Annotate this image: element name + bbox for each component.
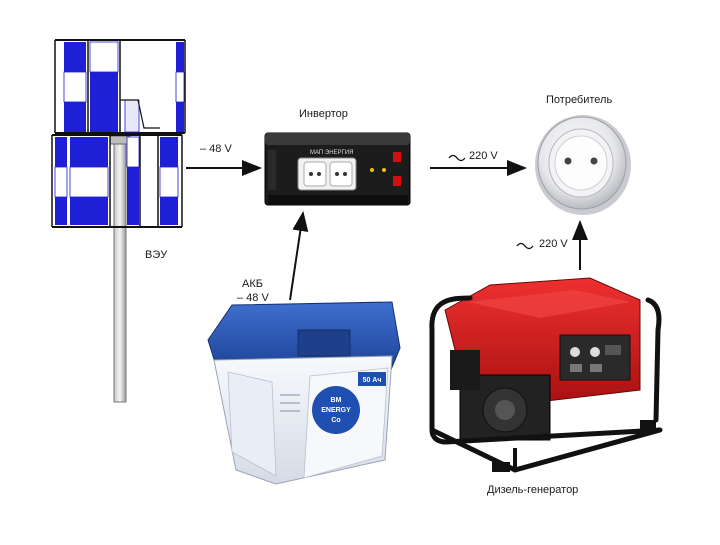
battery-brand-line2: ENERGY [321, 407, 351, 414]
diesel-generator [429, 277, 663, 473]
arrow-battery-to-inverter [289, 211, 309, 301]
label-wind-turbine: ВЭУ [145, 249, 168, 261]
label-battery: АКБ [242, 278, 263, 290]
label-consumer: Потребитель [546, 94, 613, 106]
battery: BM ENERGY Co 50 Ач [207, 301, 401, 485]
rotor-upper [54, 39, 186, 134]
label-ac-220v-top: 220 V [469, 150, 498, 162]
inverter-device [264, 132, 411, 206]
ac-wave-icon [448, 154, 466, 162]
label-battery-voltage: – 48 V [237, 292, 269, 304]
generator-panel [559, 334, 631, 381]
label-inverter: Инвертор [299, 108, 348, 120]
rotor-lower [51, 134, 183, 228]
inverter-led [370, 168, 374, 172]
battery-capacity: 50 Ач [363, 377, 382, 384]
turbine-pole [113, 137, 127, 403]
socket-hole-right [590, 157, 598, 165]
inverter-brand: МАП ЭНЕРГИЯ [310, 150, 354, 156]
ac-wave-icon [516, 242, 534, 250]
consumer-socket [535, 115, 631, 215]
inverter-power-switch [393, 152, 401, 162]
socket-hole-left [564, 157, 572, 165]
label-ac-220v-right: 220 V [539, 238, 568, 250]
battery-brand-line3: Co [331, 417, 340, 424]
wind-turbine [51, 39, 186, 403]
battery-logo-circle [312, 386, 360, 434]
battery-brand-line1: BM [331, 397, 342, 404]
label-diesel-generator: Дизель-генератор [487, 484, 579, 496]
generator-frame [429, 295, 663, 473]
label-dc-48v: – 48 V [200, 143, 232, 155]
